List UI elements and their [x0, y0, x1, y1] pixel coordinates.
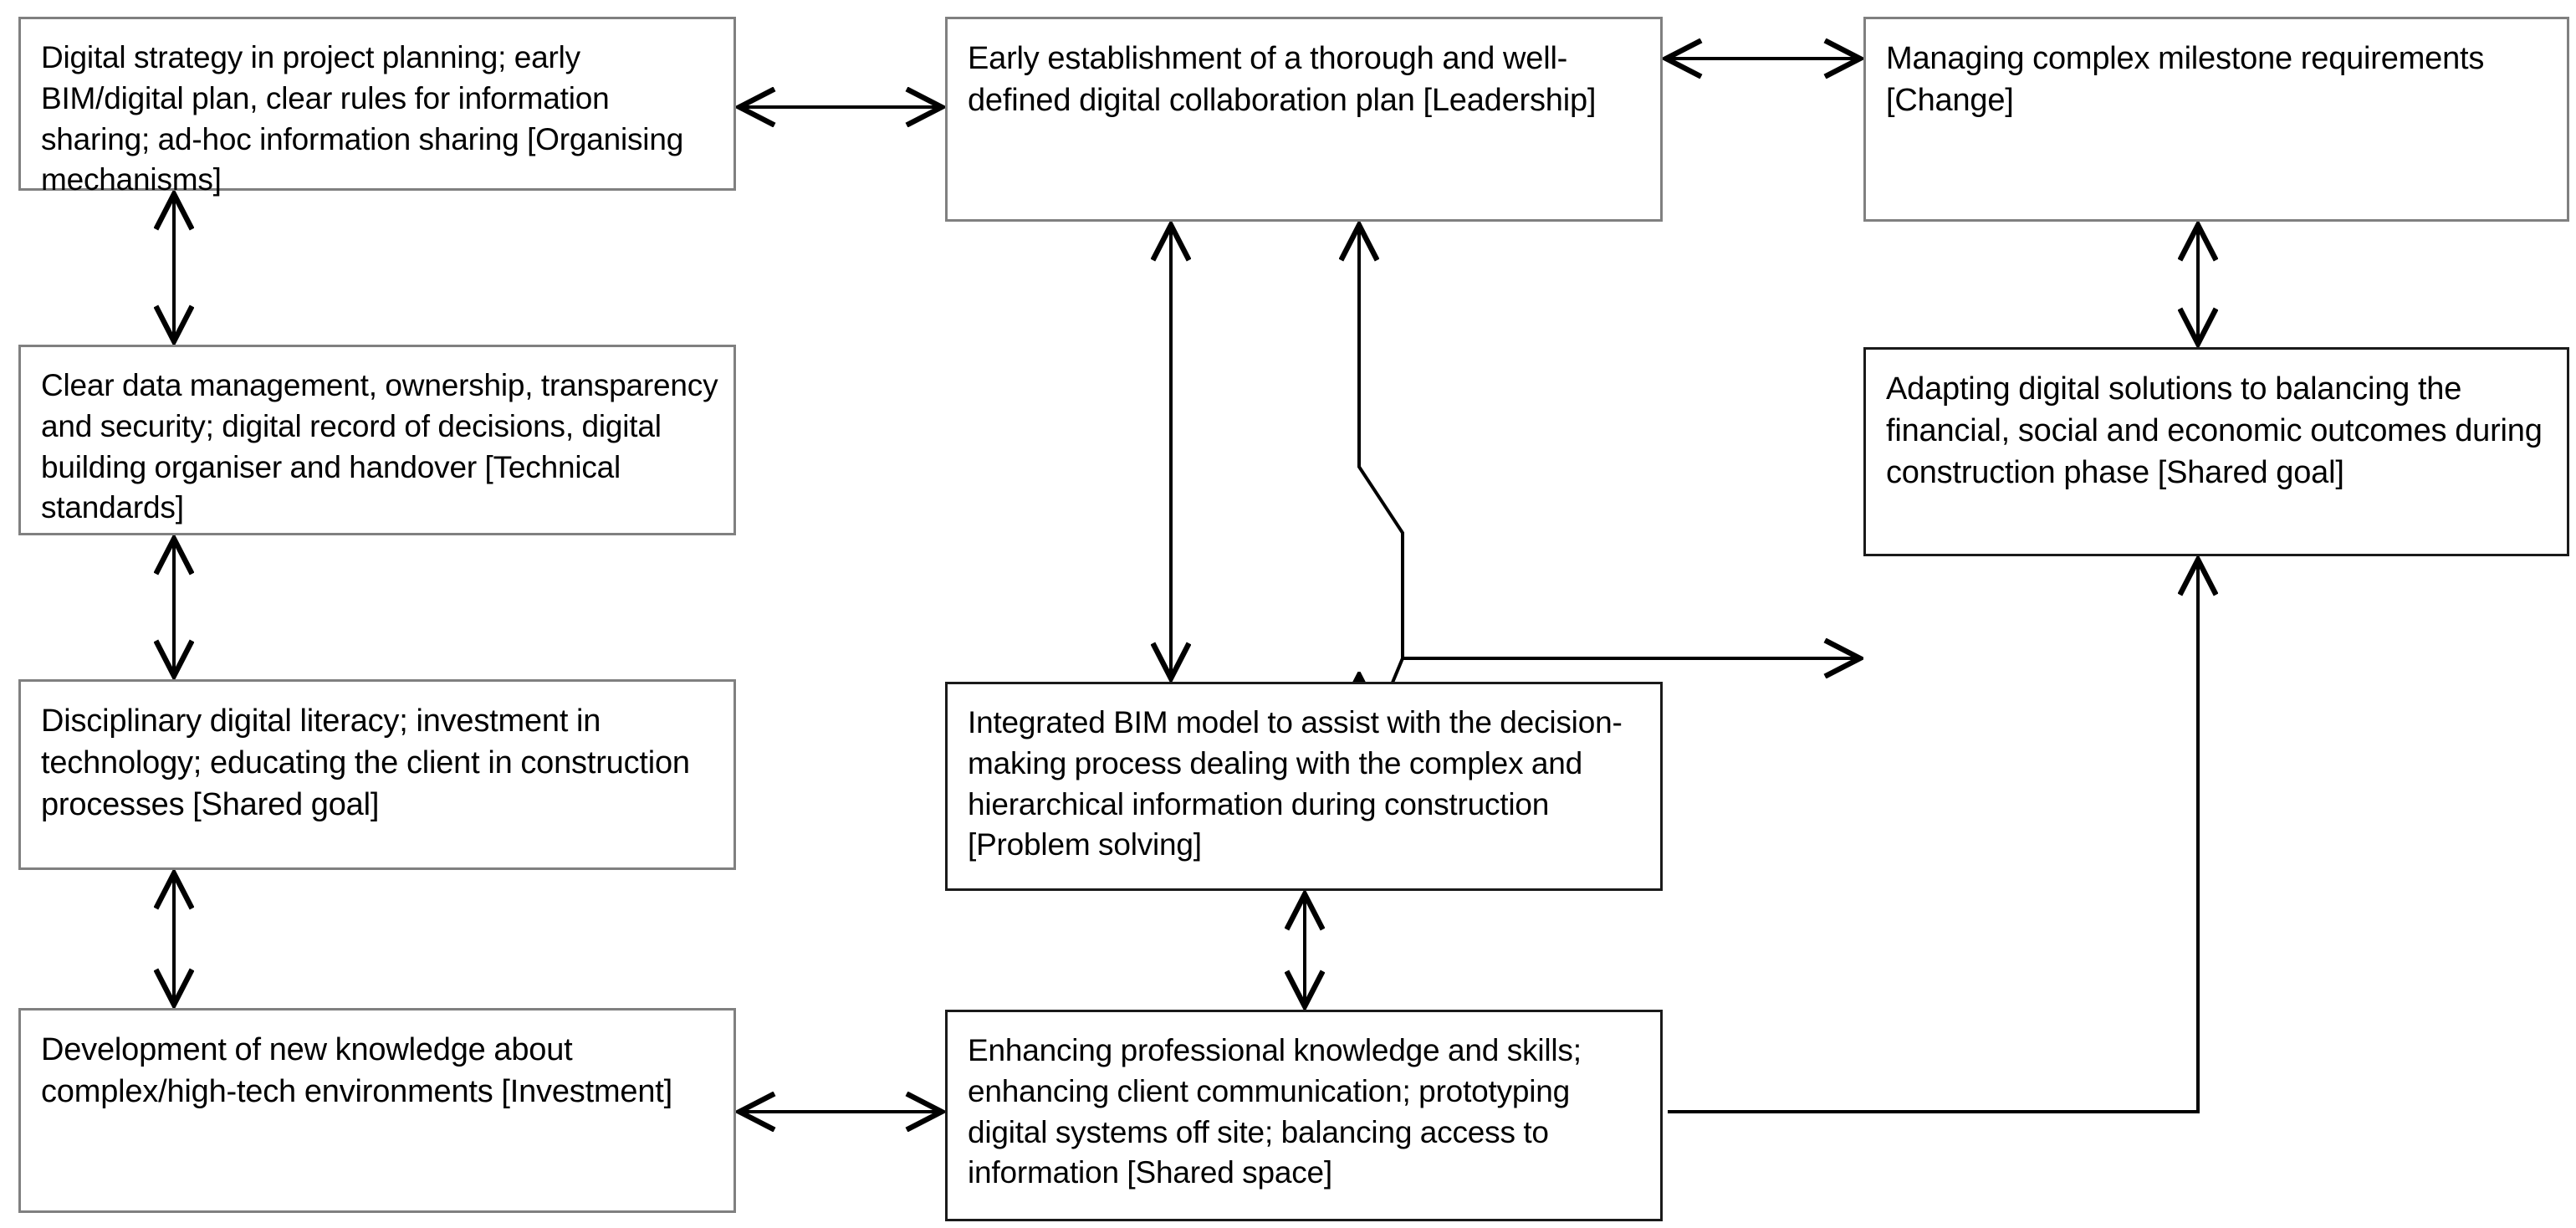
- node-shared-goal-literacy[interactable]: Disciplinary digital literacy; investmen…: [18, 679, 736, 870]
- connector-adapting-to-shared-space: [1668, 561, 2198, 1113]
- node-leadership[interactable]: Early establishment of a thorough and we…: [945, 17, 1663, 222]
- node-investment[interactable]: Development of new knowledge about compl…: [18, 1008, 736, 1213]
- node-investment-label: Development of new knowledge about compl…: [41, 1032, 672, 1110]
- node-problem-solving-label: Integrated BIM model to assist with the …: [968, 705, 1623, 862]
- node-problem-solving[interactable]: Integrated BIM model to assist with the …: [945, 682, 1663, 891]
- node-shared-goal-adapting-label: Adapting digital solutions to balancing …: [1886, 371, 2543, 491]
- node-technical-standards-label: Clear data management, ownership, transp…: [41, 368, 718, 525]
- node-change-label: Managing complex milestone requirements …: [1886, 41, 2485, 119]
- node-shared-goal-literacy-label: Disciplinary digital literacy; investmen…: [41, 704, 690, 823]
- node-leadership-label: Early establishment of a thorough and we…: [968, 41, 1597, 119]
- node-change[interactable]: Managing complex milestone requirements …: [1863, 17, 2569, 222]
- node-shared-goal-adapting[interactable]: Adapting digital solutions to balancing …: [1863, 347, 2569, 556]
- node-organising-mechanisms[interactable]: Digital strategy in project planning; ea…: [18, 17, 736, 197]
- node-shared-space-label: Enhancing professional knowledge and ski…: [968, 1033, 1582, 1190]
- connector-branch-upper-arm: [1359, 227, 1404, 658]
- node-organising-mechanisms-label: Digital strategy in project planning; ea…: [41, 40, 684, 197]
- node-shared-space[interactable]: Enhancing professional knowledge and ski…: [945, 1010, 1663, 1221]
- node-technical-standards[interactable]: Clear data management, ownership, transp…: [18, 345, 736, 535]
